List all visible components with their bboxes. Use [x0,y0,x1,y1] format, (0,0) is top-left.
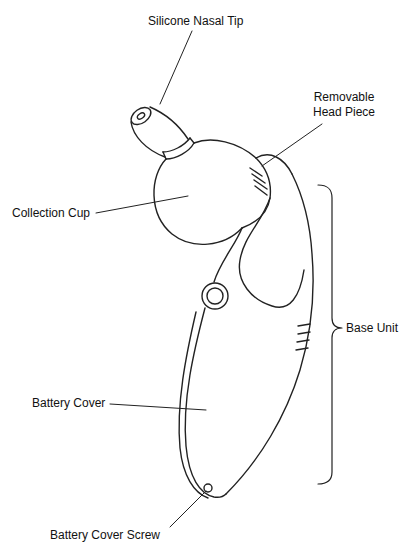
part-label: Battery Cover Screw [50,528,200,543]
part-label: Collection Cup [12,206,112,221]
part-label: Removable Head Piece [308,90,380,120]
nasal-tip-drawing [128,104,194,159]
part-label: Battery Cover [32,396,132,411]
collection-cup-drawing [154,140,256,244]
base-unit-bracket [318,185,342,484]
group-label: Base Unit [346,321,416,336]
part-label: Silicone Nasal Tip [148,14,268,29]
base-unit-drawing [179,174,313,498]
head-piece-drawing [242,155,292,228]
leader-lines [96,31,322,527]
